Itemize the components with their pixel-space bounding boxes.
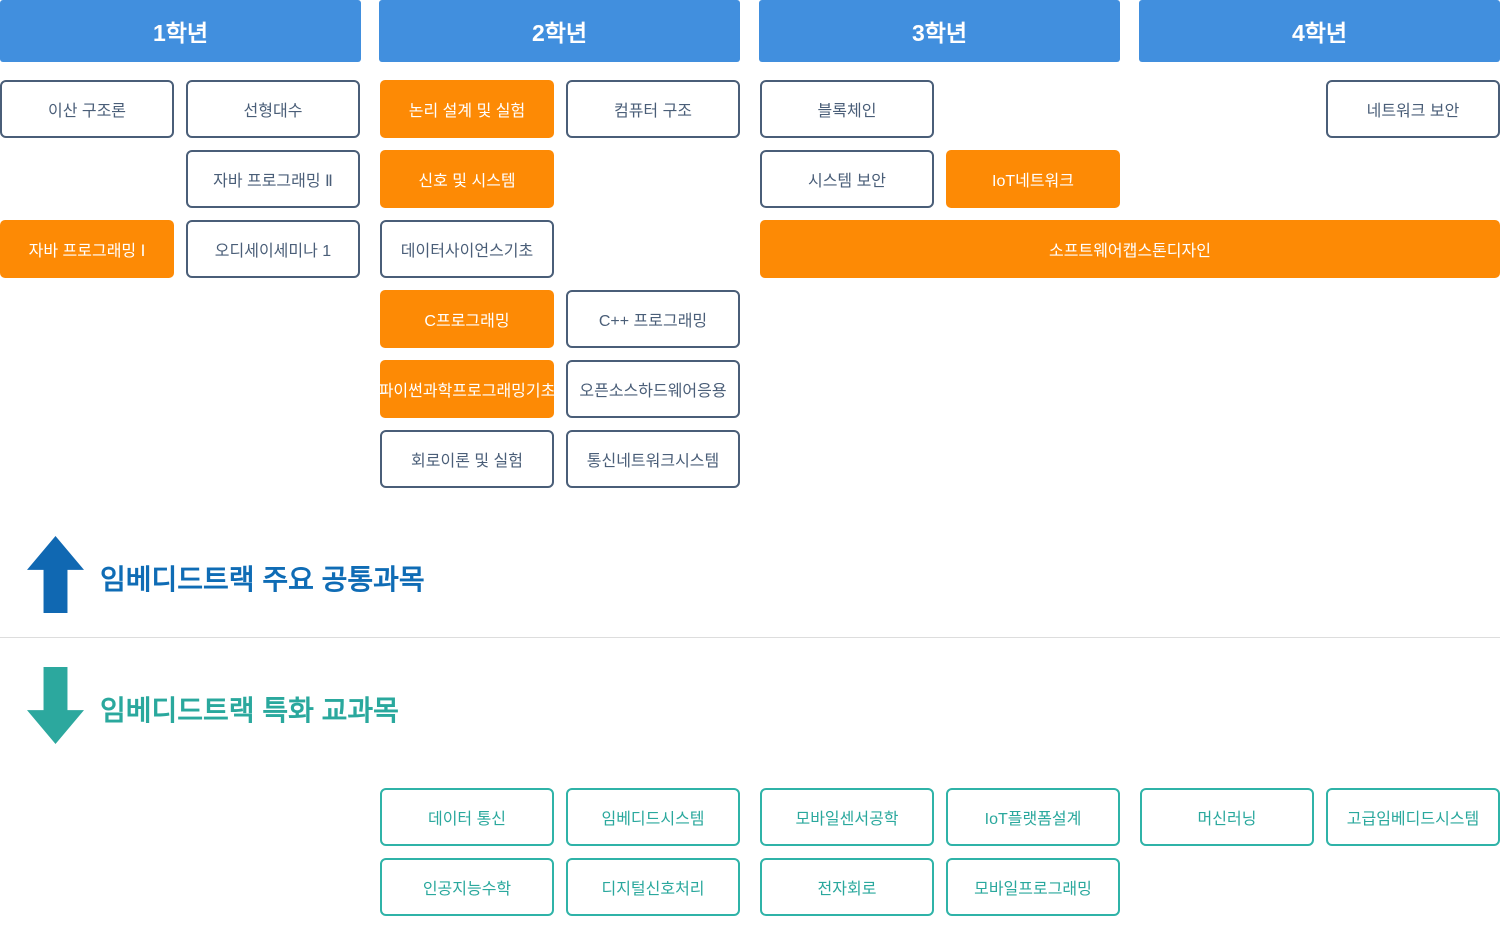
course-cpp-programming: C++ 프로그래밍	[566, 290, 740, 348]
course-blockchain: 블록체인	[760, 80, 934, 138]
course-mobile-programming: 모바일프로그래밍	[946, 858, 1120, 916]
course-digital-signal-processing: 디지털신호처리	[566, 858, 740, 916]
year-header-3: 3학년	[759, 0, 1120, 62]
course-mobile-sensor-engineering: 모바일센서공학	[760, 788, 934, 846]
special-courses-label: 임베디드트랙 특화 교과목	[100, 695, 399, 726]
course-java-programming-1: 자바 프로그래밍 Ⅰ	[0, 220, 174, 278]
course-comm-network-systems: 통신네트워크시스템	[566, 430, 740, 488]
course-electronic-circuits: 전자회로	[760, 858, 934, 916]
course-network-security: 네트워크 보안	[1326, 80, 1500, 138]
course-linear-algebra: 선형대수	[186, 80, 360, 138]
course-embedded-systems: 임베디드시스템	[566, 788, 740, 846]
course-data-science-basics: 데이터사이언스기초	[380, 220, 554, 278]
course-computer-architecture: 컴퓨터 구조	[566, 80, 740, 138]
course-circuit-theory-lab: 회로이론 및 실험	[380, 430, 554, 488]
course-c-programming: C프로그래밍	[380, 290, 554, 348]
course-open-source-hardware: 오픈소스하드웨어응용	[566, 360, 740, 418]
course-software-capstone-design: 소프트웨어캡스톤디자인	[760, 220, 1500, 278]
course-java-programming-2: 자바 프로그래밍 Ⅱ	[186, 150, 360, 208]
course-machine-learning: 머신러닝	[1140, 788, 1314, 846]
year-header-1: 1학년	[0, 0, 361, 62]
year-header-4: 4학년	[1139, 0, 1500, 62]
course-ai-mathematics: 인공지능수학	[380, 858, 554, 916]
course-system-security: 시스템 보안	[760, 150, 934, 208]
course-discrete-structures: 이산 구조론	[0, 80, 174, 138]
course-logic-design-lab: 논리 설계 및 실험	[380, 80, 554, 138]
course-iot-network: IoT네트워크	[946, 150, 1120, 208]
course-advanced-embedded-systems: 고급임베디드시스템	[1326, 788, 1500, 846]
down-arrow-icon	[27, 667, 84, 744]
course-python-scientific-programming: 파이썬과학프로그래밍기초	[379, 360, 555, 418]
up-arrow-icon	[27, 536, 84, 613]
course-odyssey-seminar-1: 오디세이세미나 1	[186, 220, 360, 278]
course-signals-and-systems: 신호 및 시스템	[380, 150, 554, 208]
section-divider	[0, 637, 1500, 638]
course-iot-platform-design: IoT플랫폼설계	[946, 788, 1120, 846]
year-header-2: 2학년	[379, 0, 740, 62]
common-courses-label: 임베디드트랙 주요 공통과목	[100, 564, 425, 595]
course-data-communication: 데이터 통신	[380, 788, 554, 846]
